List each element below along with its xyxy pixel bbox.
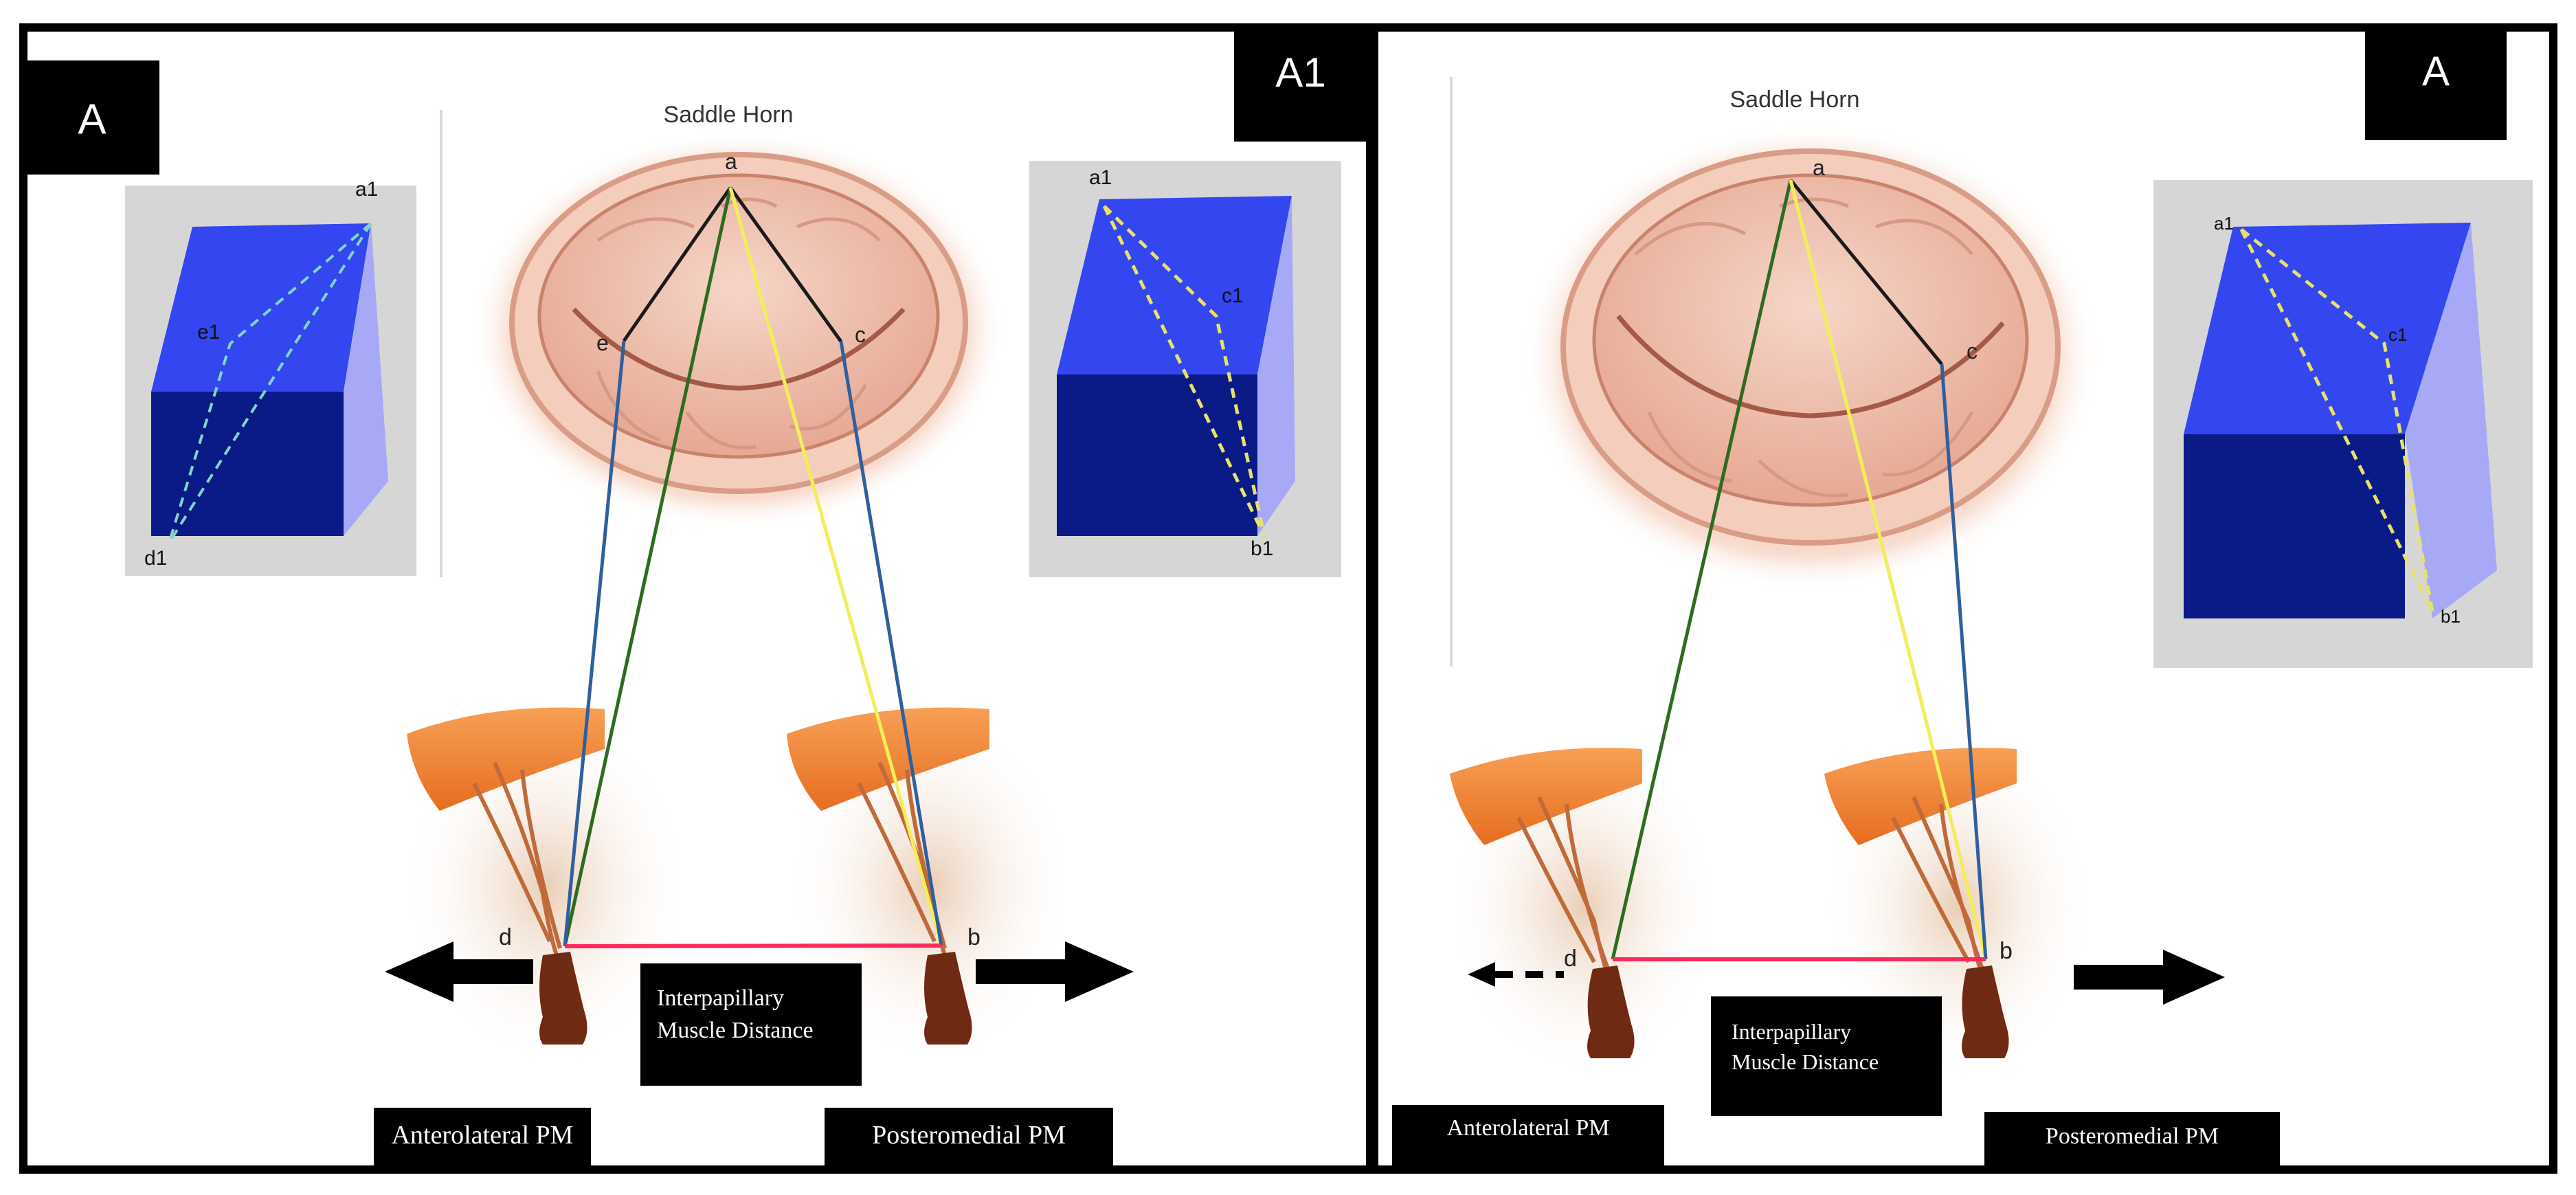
point-a-left: a <box>725 149 737 174</box>
badge-a-right-text: A <box>2422 48 2450 94</box>
pm-posteromedial-box-right <box>1984 1112 2280 1170</box>
ipmd-box-left <box>640 963 862 1086</box>
pm-anterolateral-label-left: Anterolateral PM <box>392 1121 574 1150</box>
point-a-right: a <box>1813 155 1825 180</box>
pm-posteromedial-box-left <box>825 1108 1113 1170</box>
arrow-left-outward <box>385 941 533 1002</box>
mitral-valve-left <box>471 131 1007 529</box>
inset-a1-a1: a1 <box>1089 166 1112 189</box>
inset-right-a1: a1 <box>2214 213 2234 234</box>
papillary-muscle-posteromedial-right <box>1821 735 2096 1079</box>
inset-left-e1: e1 <box>197 321 220 344</box>
ipmd-line2-right: Muscle Distance <box>1732 1049 1879 1074</box>
point-e-left: e <box>596 331 609 355</box>
badge-a-left-text: A <box>78 96 107 143</box>
geometry-lines-right <box>1611 179 1988 961</box>
mitral-valve-right <box>1522 124 2099 591</box>
ipmd-line1-left: Interpapillary <box>657 985 784 1011</box>
ipmd-line1-right: Interpapillary <box>1732 1019 1851 1044</box>
left-panel: A A1 a1 e1 d1 a1 c1 b1 <box>25 29 1367 1170</box>
ipmd-line2-left: Muscle Distance <box>657 1018 814 1043</box>
pm-anterolateral-box-left <box>374 1108 591 1170</box>
geometry-lines-left <box>563 186 943 948</box>
point-b-right: b <box>2000 938 2013 964</box>
badge-a-left <box>25 60 159 175</box>
arrow-right-outward-2 <box>2074 950 2225 1005</box>
point-c-right: c <box>1967 339 1978 364</box>
inset-right-b1: b1 <box>2441 606 2461 627</box>
point-b-left: b <box>967 924 981 950</box>
inset-cube-right: a1 c1 b1 <box>2153 180 2533 668</box>
badge-a-right <box>2365 29 2507 140</box>
inset-left-d1: d1 <box>144 547 167 570</box>
badge-a1 <box>1234 29 1367 142</box>
inset-left-a1: a1 <box>355 178 378 201</box>
arrow-left-dashed <box>1468 962 1564 987</box>
ipmd-box-right <box>1711 996 1942 1116</box>
inset-right-c1: c1 <box>2388 324 2407 345</box>
inset-a1-b1: b1 <box>1251 537 1273 560</box>
pm-posteromedial-label-right: Posteromedial PM <box>2046 1124 2219 1149</box>
pm-anterolateral-label-right: Anterolateral PM <box>1447 1115 1610 1141</box>
badge-a1-text: A1 <box>1275 49 1325 96</box>
papillary-muscle-anterolateral-right <box>1446 735 1721 1079</box>
pm-posteromedial-label-left: Posteromedial PM <box>872 1121 1066 1150</box>
inset-cube-a1: a1 c1 b1 <box>1029 161 1341 577</box>
inset-cube-left: a1 e1 d1 <box>125 178 416 576</box>
inset-a1-c1: c1 <box>1222 284 1244 307</box>
point-c-left: c <box>855 322 866 347</box>
saddle-horn-label-right: Saddle Horn <box>1729 87 1859 113</box>
arrow-right-outward <box>976 941 1134 1002</box>
point-d-right: d <box>1564 946 1577 972</box>
pm-anterolateral-box-right <box>1392 1105 1664 1170</box>
saddle-horn-label-left: Saddle Horn <box>663 102 793 128</box>
right-panel: A a1 c1 b1 Saddle Horn <box>1392 29 2533 1170</box>
point-d-left: d <box>499 924 512 950</box>
